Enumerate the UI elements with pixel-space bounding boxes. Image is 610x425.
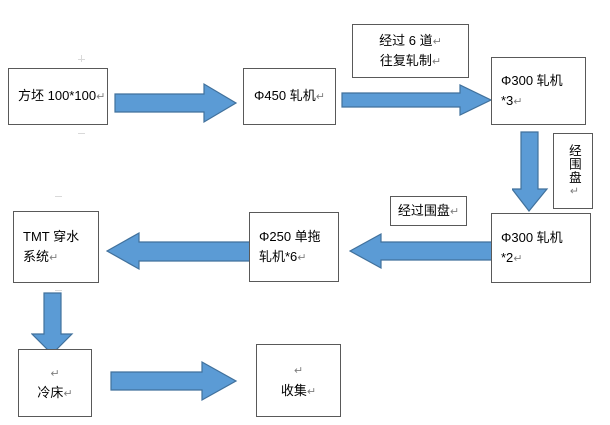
node-tmt-line-0: TMT 穿水 <box>23 228 80 244</box>
node-mill250-line-0: Φ250 单拖 <box>259 228 321 244</box>
node-mill300-x2-line-1: *2↵ <box>501 250 523 265</box>
pilcrow-mark: ↵ <box>96 91 106 104</box>
pilcrow-mark: ↵ <box>297 252 307 264</box>
pilcrow-mark: ↵ <box>63 388 73 400</box>
node-mill250-line-1: 轧机*6↵ <box>259 249 307 264</box>
textbox-handle-tick <box>78 133 85 134</box>
pilcrow-mark: ↵ <box>431 56 442 68</box>
textbox-handle-tick <box>55 290 62 291</box>
textbox-handle-tick <box>81 55 82 62</box>
pilcrow-mark: ↵ <box>449 205 460 218</box>
arrow-cooling-bed-to-collect <box>110 360 238 402</box>
pilcrow-mark: ↵ <box>513 96 523 108</box>
node-mill450-line-0: Φ450 轧机↵ <box>254 88 325 104</box>
node-cooling-bed-line-1: 冷床↵ <box>37 385 73 400</box>
node-pass-note[interactable]: 经过 6 道↵ 往复轧制↵ <box>352 24 469 78</box>
pilcrow-mark: ↵ <box>513 253 523 265</box>
arrow-mill300x3-to-mill300x2 <box>512 131 554 213</box>
pilcrow-mark: ↵ <box>432 35 442 48</box>
node-mill300-x3-line-0: Φ300 轧机 <box>501 72 563 88</box>
node-collect-line-0: ↵ <box>294 360 303 380</box>
node-mill250[interactable]: Φ250 单拖 轧机*6↵ <box>249 212 339 282</box>
node-collect[interactable]: ↵ 收集↵ <box>256 344 341 417</box>
arrow-mill250-to-tmt <box>106 230 252 272</box>
pilcrow-mark: ↵ <box>306 385 317 398</box>
pilcrow-mark: ↵ <box>49 252 59 264</box>
node-cooling-bed-line-0: ↵ <box>50 363 59 383</box>
arrow-mill450-to-mill300x3 <box>341 84 493 116</box>
node-loop-note-line-0: 经过围盘↵ <box>397 202 460 218</box>
arrow-tmt-to-cooling-bed <box>31 292 75 356</box>
node-mill300-x2-line-0: Φ300 轧机 <box>501 229 563 245</box>
arrow-mill300x2-to-mill250 <box>349 231 499 271</box>
node-loop-label[interactable]: 经围盘↵ <box>553 133 593 209</box>
pilcrow-mark: ↵ <box>50 367 60 380</box>
node-billet-line-0: 方坯 100*100↵ <box>18 88 106 104</box>
node-tmt[interactable]: TMT 穿水 系统↵ <box>13 211 99 283</box>
node-loop-label-text: 经围盘↵ <box>566 143 581 199</box>
node-collect-line-1: 收集↵ <box>280 382 317 398</box>
node-mill300-x2[interactable]: Φ300 轧机 *2↵ <box>491 213 591 283</box>
node-mill300-x3-line-1: *3↵ <box>501 93 523 108</box>
node-mill450[interactable]: Φ450 轧机↵ <box>243 68 336 125</box>
node-billet[interactable]: 方坯 100*100↵ <box>8 68 108 125</box>
node-cooling-bed[interactable]: ↵ 冷床↵ <box>18 349 92 417</box>
arrow-billet-to-mill450 <box>114 82 238 124</box>
node-pass-note-line-0: 经过 6 道↵ <box>379 32 442 48</box>
pilcrow-mark: ↵ <box>293 365 304 378</box>
pilcrow-mark: ↵ <box>315 91 325 104</box>
node-tmt-line-1: 系统↵ <box>23 249 59 264</box>
node-loop-note[interactable]: 经过围盘↵ <box>390 196 467 226</box>
textbox-handle-tick <box>55 196 62 197</box>
node-pass-note-line-1: 往复轧制↵ <box>379 53 442 68</box>
node-mill300-x3[interactable]: Φ300 轧机 *3↵ <box>491 57 586 125</box>
pilcrow-mark: ↵ <box>567 184 580 199</box>
